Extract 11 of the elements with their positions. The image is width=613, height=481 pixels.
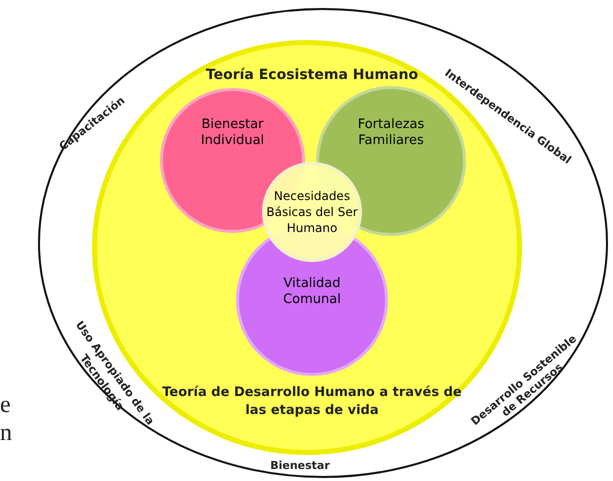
text-fragment: e xyxy=(0,392,11,419)
text-fragment: n xyxy=(0,420,12,447)
outer-ellipse xyxy=(38,8,608,478)
circle-label: Vitalidad Comunal xyxy=(282,276,342,308)
theory-heading: Teoría de Desarrollo Humano a través de las etapas de vida xyxy=(162,384,462,420)
circle-label: Fortalezas Familiares xyxy=(356,117,426,149)
center-circle xyxy=(262,162,362,262)
curved-label: Bienestar xyxy=(269,459,331,472)
circle-label: Bienestar Individual xyxy=(200,116,266,148)
theory-heading: Teoría Ecosistema Humano xyxy=(204,66,420,85)
circle-label: Necesidades Básicas del Ser Humano xyxy=(265,188,359,236)
